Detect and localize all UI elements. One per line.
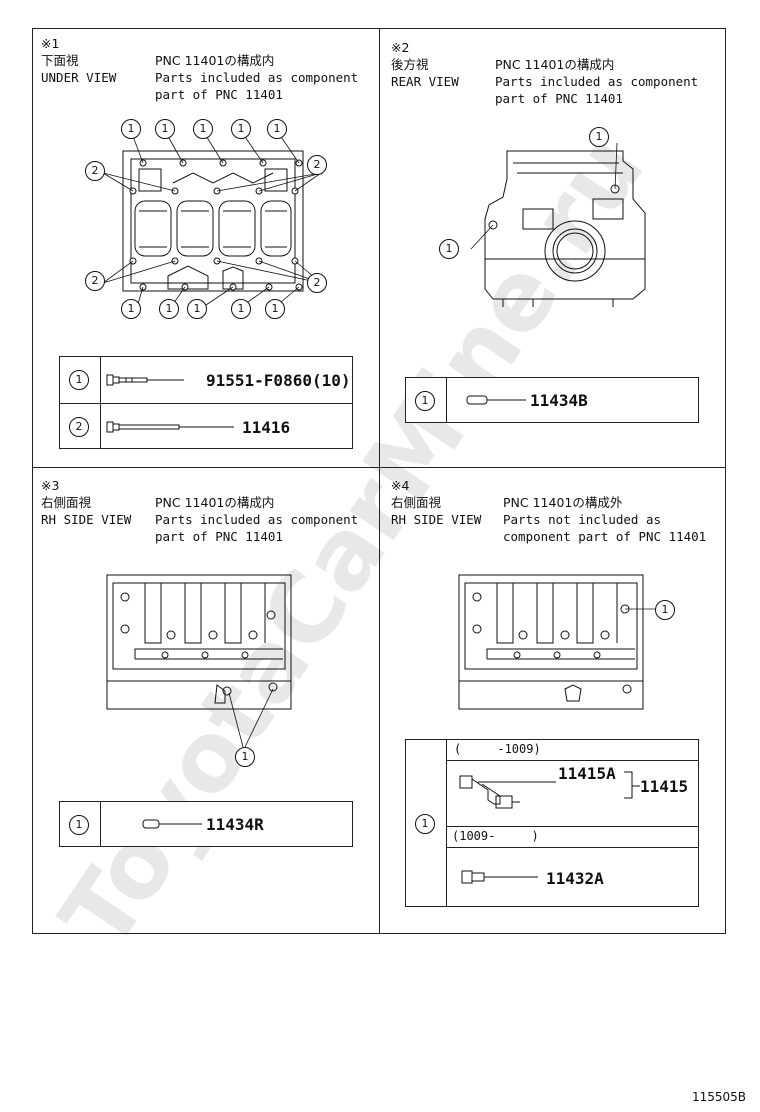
callout-2: 2	[307, 155, 327, 175]
panel-1-view-jp: 下面視	[41, 53, 79, 68]
range-label: ( -1009)	[454, 742, 541, 756]
callout-1: 1	[265, 299, 285, 319]
panel-3-mark: ※3	[41, 478, 60, 493]
panel-1-parts-table: 1 91551-F0860(10) 2 11416	[59, 356, 353, 449]
panel-3-desc-line-1: Parts included as component	[155, 512, 359, 527]
assembly-bracket	[624, 771, 640, 799]
callout-1: 1	[187, 299, 207, 319]
callout-1: 1	[231, 119, 251, 139]
horizontal-divider	[33, 467, 725, 468]
panel-4-view-en: RH SIDE VIEW	[391, 512, 482, 527]
callout-2: 2	[85, 161, 105, 181]
table-row: 1 11434B	[406, 378, 698, 424]
table-column-divider	[100, 802, 101, 846]
callout-2: 2	[85, 271, 105, 291]
rear-view-leaders	[470, 142, 618, 250]
panel-3-parts-table: 1 11434R	[59, 801, 353, 847]
part-number[interactable]: 11415A	[558, 764, 616, 783]
panel-3-desc-line-2: part of PNC 11401	[155, 529, 283, 544]
callout-1: 1	[155, 119, 175, 139]
panel-1-mark: ※1	[41, 36, 60, 51]
part-ref: 1	[69, 370, 89, 390]
table-column-divider	[446, 378, 447, 422]
plug-icon	[461, 870, 538, 884]
panel-1-pnc-jp: PNC 11401の構成内	[155, 53, 275, 68]
panel-2-view-en: REAR VIEW	[391, 74, 459, 89]
plug-icon	[466, 395, 526, 405]
panel-4-desc-line-1: Parts not included as	[503, 512, 662, 527]
table-row: 1 91551-F0860(10)	[60, 357, 352, 403]
vertical-divider	[379, 29, 380, 933]
panel-2-desc-line-1: Parts included as component	[495, 74, 699, 89]
table-column-divider	[446, 740, 447, 906]
part-number-assembly[interactable]: 11415	[640, 777, 689, 796]
callout-1: 1	[235, 747, 255, 767]
panel-2-parts-table: 1 11434B	[405, 377, 699, 423]
callout-1: 1	[121, 299, 141, 319]
callout-2: 2	[307, 273, 327, 293]
part-number[interactable]: 11434R	[206, 815, 264, 834]
rh-side-leaders	[228, 688, 274, 748]
part-ref: 1	[415, 391, 435, 411]
panel-4-desc-line-2: component part of PNC 11401	[503, 529, 707, 544]
panel-3-view-jp: 右側面視	[41, 495, 92, 510]
rear-view-drawing	[484, 150, 646, 307]
panel-1-desc-line-2: part of PNC 11401	[155, 87, 283, 102]
callout-1: 1	[267, 119, 287, 139]
panel-1-description: PNC 11401の構成内 Parts included as componen…	[155, 52, 358, 103]
plug-icon	[142, 819, 202, 829]
stud-bolt-icon	[106, 421, 234, 433]
callout-1: 1	[439, 239, 459, 259]
footer-code: 115505B	[691, 1090, 746, 1104]
panel-2-view-jp: 後方視	[391, 57, 429, 72]
part-number[interactable]: 91551-F0860(10)	[206, 371, 351, 390]
panel-1-caption: ※1 下面視 UNDER VIEW	[41, 35, 116, 86]
part-ref: 1	[69, 815, 89, 835]
callout-1: 1	[121, 119, 141, 139]
panel-4-view-jp: 右側面視	[391, 495, 442, 510]
panel-1-desc-line-1: Parts included as component	[155, 70, 359, 85]
panel-3-description: PNC 11401の構成内 Parts included as componen…	[155, 494, 358, 545]
callout-1: 1	[159, 299, 179, 319]
panel-2-desc-line-2: part of PNC 11401	[495, 91, 623, 106]
panel-3-view-en: RH SIDE VIEW	[41, 512, 132, 527]
callout-1: 1	[231, 299, 251, 319]
table-row: 2 11416	[60, 403, 352, 450]
panel-4-caption: ※4 右側面視 RH SIDE VIEW	[391, 477, 481, 528]
callout-1: 1	[589, 127, 609, 147]
panel-2-pnc-jp: PNC 11401の構成内	[495, 57, 615, 72]
panel-3-caption: ※3 右側面視 RH SIDE VIEW	[41, 477, 131, 528]
part-number[interactable]: 11434B	[530, 391, 588, 410]
diagram-frame: ※1 下面視 UNDER VIEW PNC 11401の構成内 Parts in…	[32, 28, 726, 934]
part-ref: 2	[69, 417, 89, 437]
range-label: (1009- )	[452, 829, 539, 843]
part-number[interactable]: 11416	[242, 418, 291, 437]
panel-4-description: PNC 11401の構成外 Parts not included as comp…	[503, 494, 706, 545]
callout-1: 1	[193, 119, 213, 139]
rh-side-view-drawing	[106, 574, 292, 710]
callout-1: 1	[655, 600, 675, 620]
table-row: 11432A	[446, 847, 698, 907]
bolt-icon	[106, 374, 184, 386]
panel-2-description: PNC 11401の構成内 Parts included as componen…	[495, 56, 698, 107]
panel-2-caption: ※2 後方視 REAR VIEW	[391, 39, 459, 90]
panel-4-pnc-jp: PNC 11401の構成外	[503, 495, 623, 510]
panel-4-mark: ※4	[391, 478, 410, 493]
rh-side-view-drawing-4	[458, 574, 644, 710]
part-ref: 1	[415, 814, 435, 834]
range-row-1: ( -1009)	[446, 740, 698, 761]
panel-1-view-en: UNDER VIEW	[41, 70, 117, 85]
panel-2-mark: ※2	[391, 40, 410, 55]
part-number[interactable]: 11432A	[546, 869, 604, 888]
panel-4-parts-table: 1 ( -1009) 11415A 11415 (1009- )	[405, 739, 699, 907]
under-view-drawing	[102, 130, 322, 308]
panel-3-pnc-jp: PNC 11401の構成内	[155, 495, 275, 510]
table-row: 1 11434R	[60, 802, 352, 848]
table-column-divider	[100, 357, 101, 448]
table-row: 11415A 11415	[446, 760, 698, 826]
range-row-2: (1009- )	[446, 826, 698, 848]
fitting-icon	[459, 775, 556, 809]
